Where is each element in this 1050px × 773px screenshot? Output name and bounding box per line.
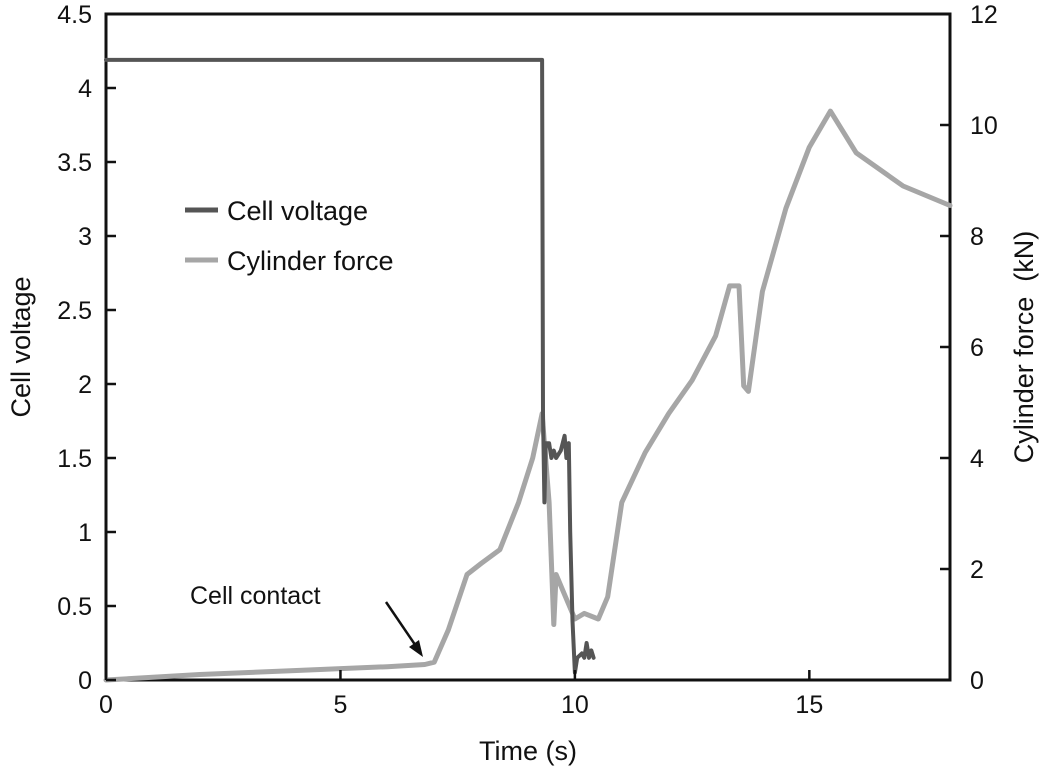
y-tick-label: 2 [78,371,92,399]
legend-item-cylinder-force: Cylinder force [185,246,394,276]
series-layer [103,57,953,683]
y-axis-title: Cell voltage [6,276,36,417]
y-tick-label: 4.5 [57,1,92,29]
legend: Cell voltage Cylinder force [185,196,394,276]
arrowhead-icon [409,640,423,657]
legend-label-cell-voltage: Cell voltage [227,196,368,226]
y-tick-label: 4 [78,75,92,103]
series-cell-voltage [104,57,596,675]
x-tick-label: 10 [561,691,589,719]
y-tick-label: 0 [78,667,92,695]
y-tick-label: 1.5 [57,445,92,473]
y-tick-label: 0.5 [57,593,92,621]
y-tick-label: 1 [78,519,92,547]
y-tick-label: 3 [78,223,92,251]
y2-tick-label: 12 [970,1,998,29]
legend-item-cell-voltage: Cell voltage [185,196,368,226]
y2-axis-title: Cylinder force (kN) [1009,231,1039,464]
y2-tick-label: 2 [970,556,984,584]
y2-tick-label: 6 [970,334,984,362]
x-tick-label: 5 [333,691,347,719]
annotation-label: Cell contact [190,582,321,610]
plot-area-border [104,12,952,682]
cell-contact-annotation: Cell contact [190,582,423,657]
y2-tick-label: 0 [970,667,984,695]
y2-tick-label: 4 [970,445,984,473]
x-tick-label: 15 [795,691,823,719]
x-tick-label: 0 [99,691,113,719]
y-tick-label: 2.5 [57,297,92,325]
plot-frame [104,12,952,682]
legend-label-cylinder-force: Cylinder force [227,246,394,276]
x-axis-title: Time (s) [479,736,577,766]
y2-tick-label: 10 [970,112,998,140]
y-tick-label: 3.5 [57,149,92,177]
series-cylinder-force [103,108,953,683]
axis-ticks: 0 5 10 15 0 0.5 1 1.5 2 2.5 3 3.5 4 4.5 0 2 4 6 8 10 12 [57,1,998,719]
y2-tick-label: 8 [970,223,984,251]
